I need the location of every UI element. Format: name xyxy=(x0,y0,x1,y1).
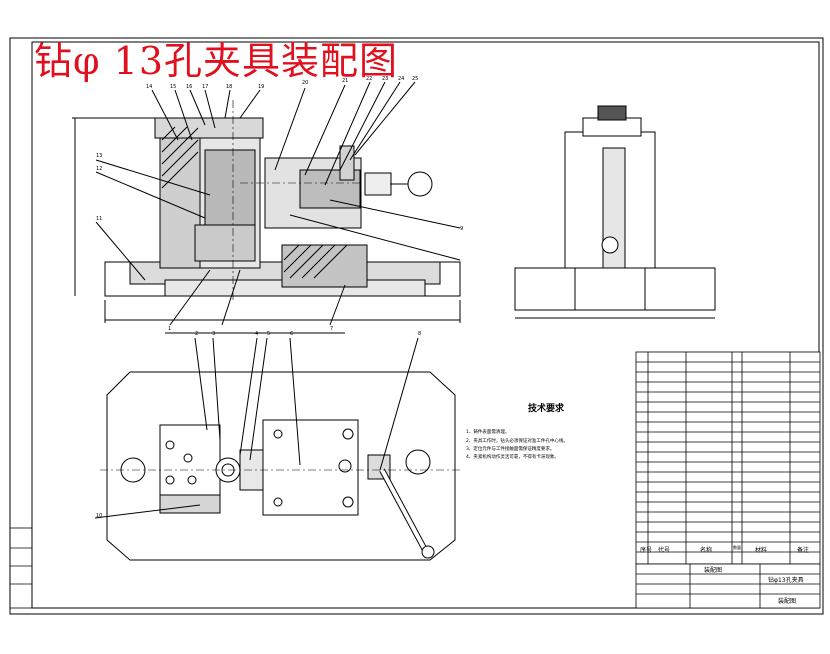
leader-number-left: 11 xyxy=(96,216,103,222)
leader-number-bottom: 4 xyxy=(255,331,259,337)
left-stamp-block xyxy=(9,527,33,609)
drawing-title: 钻φ 13孔夹具装配图 xyxy=(34,39,399,83)
tech-requirement-item: 1、铸件表面需清理。 xyxy=(466,430,510,435)
tech-requirement-item: 4、夹紧机构动作灵活可靠，不得有卡滞现象。 xyxy=(466,455,559,460)
leader-number-top: 16 xyxy=(186,84,193,90)
leader-number-top: 23 xyxy=(382,76,389,82)
leader-number-top: 15 xyxy=(170,84,177,90)
bom-header-remark: 备注 xyxy=(797,547,810,554)
bom-header-material: 材料 xyxy=(755,547,768,554)
top-view xyxy=(94,337,460,561)
leader-number-top: 21 xyxy=(342,78,349,84)
title-block xyxy=(635,563,821,609)
leader-number-top: 20 xyxy=(302,80,309,86)
bom-header-name: 名称 xyxy=(700,547,713,554)
tech-requirement-item: 3、定位元件与工件接触面需保证精度要求。 xyxy=(466,447,555,452)
leader-number-top: 18 xyxy=(226,84,233,90)
outer-border xyxy=(9,37,824,615)
bom-header-qty: 数量 xyxy=(733,545,741,550)
title-block-drawing: 装配图 xyxy=(778,598,797,605)
bill-of-materials xyxy=(635,351,821,565)
title-block-assembly: 装配图 xyxy=(704,567,723,574)
front-view xyxy=(72,81,461,334)
leader-number-top: 22 xyxy=(366,76,373,82)
leader-number-bottom: 9 xyxy=(460,226,464,232)
leader-number-bottom: 8 xyxy=(418,331,422,337)
leader-number-top: 19 xyxy=(258,84,265,90)
bom-header-item: 序号 xyxy=(640,547,653,554)
leader-number-bottom: 6 xyxy=(290,331,294,337)
leader-number-left: 13 xyxy=(96,153,103,159)
leader-number-bottom: 10 xyxy=(96,513,103,519)
inner-frame xyxy=(31,41,820,609)
leader-number-top: 25 xyxy=(412,76,419,82)
leader-number-top: 17 xyxy=(202,84,209,90)
bom-header-code: 代号 xyxy=(658,547,671,554)
leader-number-bottom: 7 xyxy=(330,326,334,332)
leader-number-bottom: 5 xyxy=(267,331,271,337)
leader-number-top: 24 xyxy=(398,76,405,82)
leader-number-bottom: 1 xyxy=(168,326,172,332)
side-view xyxy=(514,105,716,319)
leader-number-bottom: 2 xyxy=(195,331,199,337)
tech-requirements-heading: 技术要求 xyxy=(528,404,565,414)
leader-number-left: 12 xyxy=(96,166,103,172)
tech-requirement-item: 2、夹具工作时，钻头必须保证对准工件孔中心线。 xyxy=(466,439,568,444)
title-block-name: 钻φ13孔夹具 xyxy=(768,577,804,584)
leader-number-top: 14 xyxy=(146,84,153,90)
leader-number-bottom: 3 xyxy=(212,331,216,337)
